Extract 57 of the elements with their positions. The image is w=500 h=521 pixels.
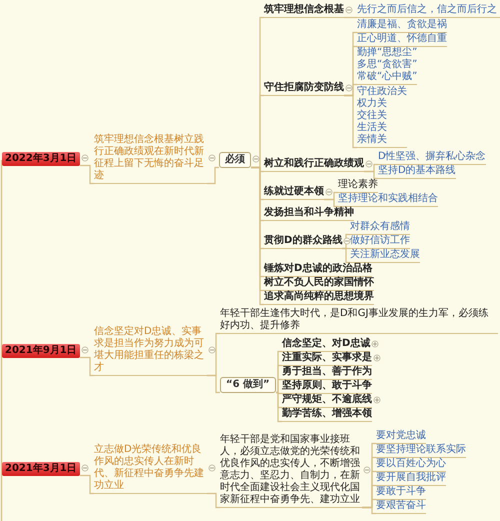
connector-line: [342, 248, 350, 264]
subtopic-text: 要以百姓心为心: [376, 458, 446, 472]
subtopic-text: 做好信访工作: [350, 235, 410, 249]
subtopic-text: 关注新业态发展: [350, 249, 420, 263]
connector-line: [80, 356, 94, 376]
topic-text: 信念坚定对D忠诚、实事求是担当作为努力成为可堪大用能担重任的栋梁之才: [94, 326, 207, 376]
date-tag: 2022年3月1日: [2, 152, 80, 166]
subtopic-text: 对群众有感情: [350, 221, 410, 235]
branch-topic: 贯彻D的群众路线: [264, 235, 342, 249]
subtopic-text: 坚持D的基本路线: [378, 165, 456, 179]
connector-line: [324, 198, 338, 208]
connector-line: [207, 166, 219, 184]
topic-text: 筑牢理想信念根基树立践行正确政绩观在新时代新征程上留下无悔的奋斗足迹: [94, 134, 207, 184]
subtopic-text: 要对党忠诚: [376, 430, 426, 444]
branch-topic: 注重实际、实事求是: [282, 352, 372, 366]
branch-topic: 坚持原则、敢于斗争: [282, 380, 372, 394]
subtopic-text: 先行之而后信之，信之而后行之: [357, 4, 500, 18]
branch-topic: 信念坚定、对D忠诚: [282, 338, 370, 352]
branch-topic: 筑牢理想信念根基: [264, 4, 344, 18]
date-tag: 2021年9月1日: [2, 344, 80, 358]
branch-topic: 追求高尚纯粹的思想境界: [264, 291, 374, 305]
connector-line: [362, 506, 376, 514]
subtopic-text: 清廉是福、贪欲是祸: [357, 19, 447, 33]
subtopic-text: 守住政治关 权力关 交往关 生活关 亲情关: [357, 86, 407, 148]
branch-topic: 练就过硬本领: [264, 186, 324, 200]
connector-line: [344, 94, 357, 148]
branch-topic: 锤炼对D忠诚的政治品格: [264, 263, 372, 277]
paragraph: 年轻干部是党和国家事业接班人，必须立志做党的光荣传统和优良作风的忠实传人，不断增强意志力、坚忍力、自制力，在新时代全面建设社会主义现代化国家新征程中奋勇争先、建功立业: [220, 434, 362, 508]
topic-text: 立志做D光荣传统和优良作风的忠实传人在新时代、新征程中奋勇争先建功立业: [94, 444, 207, 494]
connector-line: [276, 392, 282, 422]
branch-topic: 年轻干部生逢伟大时代，是D和GJ事业发展的生力军，必须练好内功、提升修养: [220, 308, 498, 334]
topic-box: “6 做到”: [220, 377, 276, 393]
connector-line: [207, 374, 220, 394]
connector-line: [276, 378, 282, 394]
connector-line: [344, 16, 357, 18]
subtopic-text: 正心明道、怀德自重: [357, 33, 447, 47]
branch-topic: 严守规矩、不逾底线: [282, 394, 372, 408]
connector-line: [207, 492, 220, 508]
topic-box: 必须: [219, 152, 251, 168]
branch-topic: 勇于担当、善于作为: [282, 366, 372, 380]
branch-topic: 树立和践行正确政绩观: [264, 158, 364, 172]
subtopic-text: 要开展自我批评: [376, 472, 446, 486]
connector-line: [80, 474, 94, 494]
subtopic-text: D性坚强、摒弃私心杂念: [378, 151, 486, 165]
subtopic-text: 勤掸“思想尘” 多思“贪欲害” 常破“心中贼”: [357, 47, 418, 85]
date-tag: 2021年3月1日: [2, 462, 80, 476]
branch-topic: 树立不负人民的家国情怀: [264, 277, 374, 291]
connector-line: [80, 164, 94, 184]
branch-topic: 勤学苦练、增强本领: [282, 408, 372, 422]
subtopic-text: 理论素养: [338, 179, 378, 193]
branch-topic: 发扬担当和斗争精神: [264, 207, 354, 221]
subtopic-text: 要敢于斗争: [376, 486, 426, 500]
subtopic-text: 要艰苦奋斗: [376, 500, 426, 514]
connector-line: [364, 170, 378, 180]
subtopic-text: 坚持理论和实践相结合: [338, 193, 438, 207]
subtopic-text: 要坚持理论联系实际: [376, 444, 466, 458]
branch-topic: 守住拒腐防变防线: [264, 82, 344, 96]
